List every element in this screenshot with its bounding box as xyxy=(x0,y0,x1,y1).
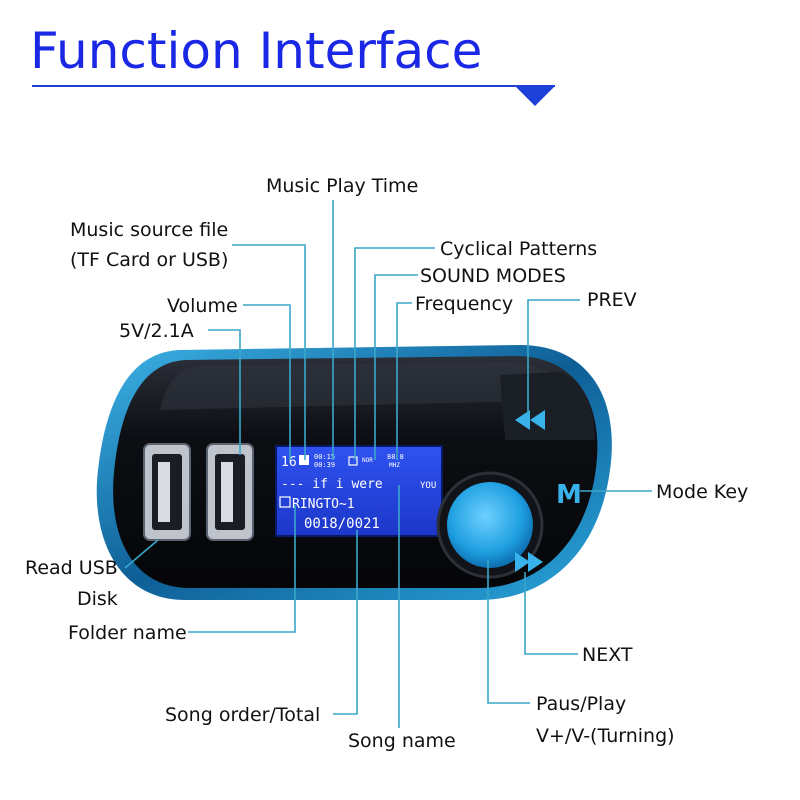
lcd-volume: 16 xyxy=(281,455,297,470)
mode-key-glyph: M xyxy=(556,480,582,510)
lcd-song-tail: YOU xyxy=(420,481,436,491)
prev-icon xyxy=(515,410,545,430)
label-sound-modes: SOUND MODES xyxy=(420,265,566,287)
label-power: 5V/2.1A xyxy=(119,320,194,342)
label-mode-key: Mode Key xyxy=(656,481,749,503)
lcd-time-bottom: 00:39 xyxy=(314,461,335,469)
label-folder-name: Folder name xyxy=(68,622,187,644)
lcd-freq-top: 88.8 xyxy=(387,453,404,461)
page-title: Function Interface xyxy=(30,22,483,80)
label-prev: PREV xyxy=(587,289,637,311)
lcd-freq-bottom: MHZ xyxy=(389,462,400,469)
label-next: NEXT xyxy=(582,644,633,666)
label-cyclical-patterns: Cyclical Patterns xyxy=(440,238,598,260)
label-volume: Volume xyxy=(167,295,238,317)
lcd-time-top: 00:15 xyxy=(314,453,335,461)
label-read-usb-line1: Read USB xyxy=(25,557,118,579)
label-music-source-line1: Music source file xyxy=(70,219,229,241)
tf-card-icon xyxy=(299,455,309,465)
label-song-order: Song order/Total xyxy=(165,704,321,726)
usb-port-2 xyxy=(206,443,254,541)
label-paus-play: Paus/Play xyxy=(536,693,627,715)
usb-port-1 xyxy=(143,443,191,541)
lcd-screen: 16 00:15 00:39 NOR 88.8 MHZ --- if i wer… xyxy=(275,445,443,537)
label-frequency: Frequency xyxy=(415,293,514,315)
label-music-play-time: Music Play Time xyxy=(266,175,419,197)
label-read-usb-line2: Disk xyxy=(77,588,118,610)
label-turning: V+/V-(Turning) xyxy=(536,725,675,747)
title-underline xyxy=(32,85,555,106)
folder-icon xyxy=(279,496,291,508)
mode-key: M xyxy=(556,480,582,510)
next-icon xyxy=(515,552,543,572)
lcd-sound-mode: NOR xyxy=(362,457,373,464)
volume-knob xyxy=(436,471,544,579)
repeat-icon xyxy=(348,456,358,466)
lcd-song-order: 0018/0021 xyxy=(304,516,380,532)
lcd-song-line: --- if i were xyxy=(281,477,383,492)
lcd-folder-name: RINGTO~1 xyxy=(292,497,355,512)
prev-key xyxy=(500,372,595,440)
label-music-source-line2: (TF Card or USB) xyxy=(70,249,229,271)
label-song-name: Song name xyxy=(348,730,456,752)
leader-lines xyxy=(124,200,652,728)
